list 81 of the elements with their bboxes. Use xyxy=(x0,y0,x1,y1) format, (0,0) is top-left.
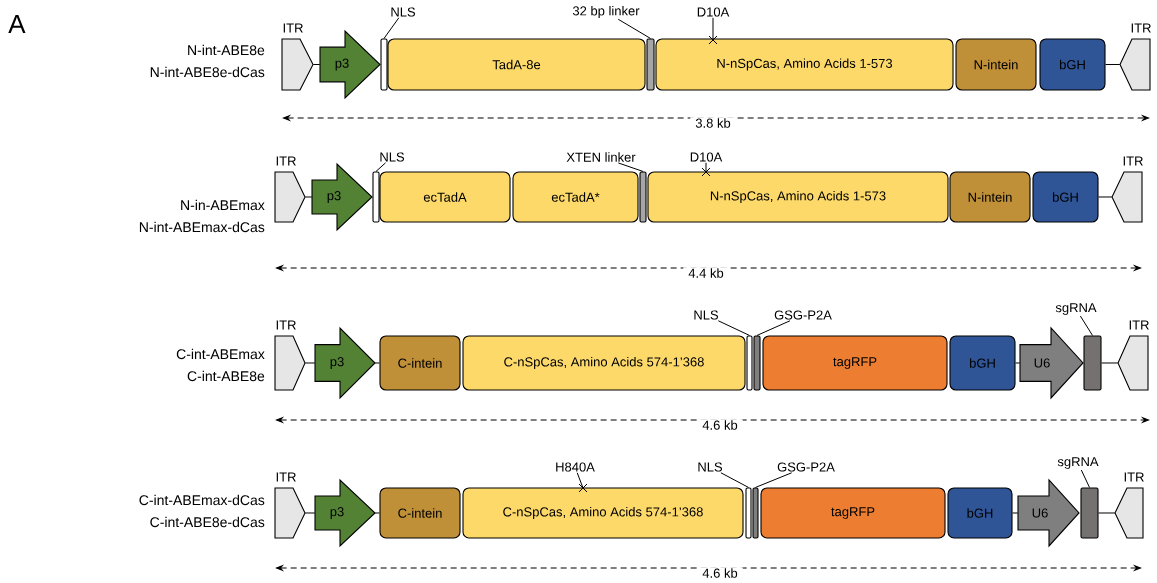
annotation-label: D10A xyxy=(697,7,730,17)
gene-block: bGH xyxy=(1032,171,1099,223)
annotation-label: NLS xyxy=(694,310,719,320)
itr-label: ITR xyxy=(283,23,303,33)
gene-block: bGH xyxy=(949,335,1016,391)
gene-block: N-intein xyxy=(955,38,1037,91)
element-bar xyxy=(639,171,647,223)
backbone-line xyxy=(304,196,313,198)
element-bar xyxy=(372,171,380,223)
itr-label: ITR xyxy=(276,156,296,166)
itr-label: ITR xyxy=(1124,472,1144,482)
leader-line xyxy=(1080,469,1090,488)
element-bar xyxy=(752,487,759,539)
annotation-label: XTEN linker xyxy=(566,152,636,162)
element-bar xyxy=(1083,335,1102,391)
backbone-line xyxy=(1101,362,1119,364)
construct-name: N-int-ABE8e xyxy=(188,44,265,56)
gene-block: C-intein xyxy=(379,335,461,391)
annotation-label: NLS xyxy=(698,462,723,472)
leader-line xyxy=(383,17,400,39)
leader-line xyxy=(617,18,651,39)
dimension-label: 4.4 kb xyxy=(683,267,729,279)
leader-line xyxy=(720,472,749,488)
leader-line xyxy=(701,162,711,177)
element-bar xyxy=(1080,487,1099,539)
element-bar xyxy=(753,335,761,391)
leader-line xyxy=(708,17,718,45)
annotation-label: H840A xyxy=(556,462,595,472)
leader-line xyxy=(1079,315,1093,336)
gene-block: N-nSpCas, Amino Acids 1-573 xyxy=(647,171,949,223)
annotation-label: NLS xyxy=(380,152,405,162)
annotation-label: NLS xyxy=(391,7,416,17)
itr-label: ITR xyxy=(276,472,296,482)
backbone-line xyxy=(374,362,380,364)
element-bar xyxy=(646,38,655,91)
dimension-label: 4.6 kb xyxy=(697,567,743,579)
gene-block: bGH xyxy=(947,487,1013,539)
gene-block: TadA-8e xyxy=(387,38,646,91)
gene-block: N-intein xyxy=(949,171,1031,223)
panel-letter: A xyxy=(8,15,26,33)
backbone-line xyxy=(304,512,316,514)
leader-line xyxy=(576,472,588,493)
gene-block: C-nSpCas, Amino Acids 574-1’368 xyxy=(462,487,744,539)
itr-label: ITR xyxy=(276,320,296,330)
backbone-line xyxy=(1098,196,1113,198)
leader-line xyxy=(617,162,644,172)
leader-line xyxy=(717,320,750,336)
dimension-label: 3.8 kb xyxy=(690,117,736,129)
backbone-line xyxy=(1098,512,1116,514)
itr-label: ITR xyxy=(1129,320,1149,330)
itr-label: ITR xyxy=(1131,23,1151,33)
gene-block: bGH xyxy=(1039,38,1106,91)
element-bar xyxy=(745,487,752,539)
gene-block: C-intein xyxy=(379,487,461,539)
backbone-line xyxy=(1012,512,1019,514)
leader-line xyxy=(375,162,387,172)
annotation-label: D10A xyxy=(690,152,723,162)
gene-block: C-nSpCas, Amino Acids 574-1’368 xyxy=(462,335,746,391)
annotation-label: GSG-P2A xyxy=(774,310,832,320)
backbone-line xyxy=(304,362,316,364)
annotation-label: sgRNA xyxy=(1055,303,1097,315)
construct-name: N-int-ABEmax-dCas xyxy=(139,221,265,233)
dimension-label: 4.6 kb xyxy=(697,419,743,431)
backbone-line xyxy=(312,64,321,65)
annotation-label: GSG-P2A xyxy=(777,462,835,472)
gene-block: ecTadA* xyxy=(512,171,639,223)
backbone-line xyxy=(1015,362,1021,364)
gene-block: tagRFP xyxy=(762,335,948,391)
backbone-line xyxy=(1105,64,1121,65)
element-bar xyxy=(380,38,388,91)
backbone-line xyxy=(374,512,380,514)
gene-block: tagRFP xyxy=(760,487,946,539)
annotation-label: sgRNA xyxy=(1057,457,1099,469)
construct-name: N-int-ABE8e-dCas xyxy=(150,66,265,78)
itr-label: ITR xyxy=(1123,156,1143,166)
leader-line xyxy=(755,472,793,488)
leader-line xyxy=(756,320,791,336)
gene-block: N-nSpCas, Amino Acids 1-573 xyxy=(655,38,954,91)
gene-block: ecTadA xyxy=(379,171,511,223)
element-bar xyxy=(746,335,753,391)
annotation-label: 32 bp linker xyxy=(572,5,640,19)
